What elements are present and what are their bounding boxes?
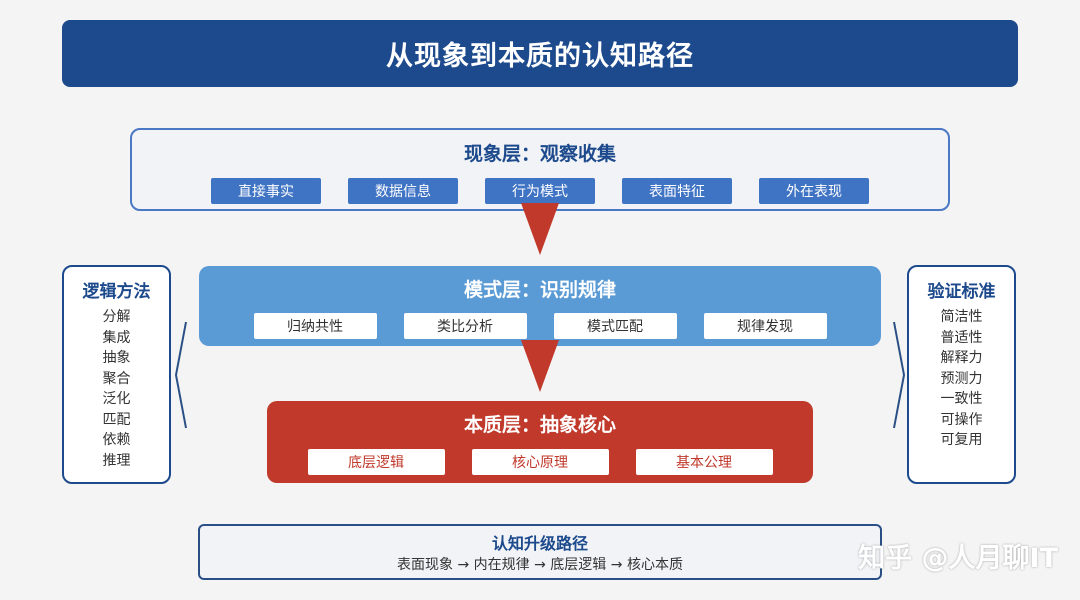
page-title: 从现象到本质的认知路径 [62,20,1018,87]
essence-item: 底层逻辑 [307,449,445,475]
validation-item: 解释力 [940,350,983,366]
pattern-item: 模式匹配 [553,313,677,339]
essence-layer: 本质层：抽象核心 底层逻辑 核心原理 基本公理 [267,401,813,483]
pattern-layer-title: 模式层：识别规律 [463,279,616,301]
pattern-item: 规律发现 [703,313,827,339]
validation-item: 可复用 [940,432,983,448]
down-arrow-icon [521,203,559,255]
phenomenon-layer: 现象层：观察收集 直接事实 数据信息 行为模式 表面特征 外在表现 [130,128,950,211]
pattern-item: 类比分析 [403,313,527,339]
validation-item: 简洁性 [940,309,983,325]
validation-standards-title: 验证标准 [927,282,996,302]
upgrade-path-panel: 认知升级路径 表面现象 → 内在规律 → 底层逻辑 → 核心本质 [198,524,882,580]
logic-method-item: 分解 [102,309,131,325]
essence-layer-title: 本质层：抽象核心 [463,414,616,436]
logic-method-item: 聚合 [102,370,131,387]
logic-method-item: 依赖 [102,432,131,448]
validation-item: 一致性 [940,391,983,407]
right-bracket-icon [893,321,906,429]
logic-method-item: 集成 [102,329,131,346]
pattern-layer: 模式层：识别规律 归纳共性 类比分析 模式匹配 规律发现 [199,266,881,346]
validation-item: 可操作 [940,411,983,428]
essence-item: 基本公理 [635,449,773,475]
logic-method-item: 抽象 [102,350,131,366]
essence-item: 核心原理 [471,449,609,475]
phenomenon-item: 外在表现 [759,178,869,204]
watermark: 知乎 @人月聊IT [858,543,1058,574]
logic-method-item: 推理 [102,452,131,469]
validation-item: 预测力 [940,370,983,387]
upgrade-path-steps: 表面现象 → 内在规律 → 底层逻辑 → 核心本质 [397,557,683,573]
phenomenon-item: 数据信息 [348,178,458,204]
upgrade-path-title: 认知升级路径 [491,534,588,553]
phenomenon-layer-title: 现象层：观察收集 [463,143,616,165]
phenomenon-item: 行为模式 [485,178,595,204]
left-bracket-icon [174,321,187,429]
phenomenon-item: 表面特征 [622,178,732,204]
validation-standards-panel: 验证标准 简洁性 普适性 解释力 预测力 一致性 可操作 可复用 [907,265,1016,484]
phenomenon-item: 直接事实 [211,178,321,204]
logic-method-item: 匹配 [102,411,131,428]
logic-methods-title: 逻辑方法 [82,282,151,302]
validation-item: 普适性 [940,329,983,346]
down-arrow-icon [521,340,559,392]
logic-method-item: 泛化 [102,391,131,407]
pattern-item: 归纳共性 [253,313,377,339]
logic-methods-panel: 逻辑方法 分解 集成 抽象 聚合 泛化 匹配 依赖 推理 [62,265,171,484]
